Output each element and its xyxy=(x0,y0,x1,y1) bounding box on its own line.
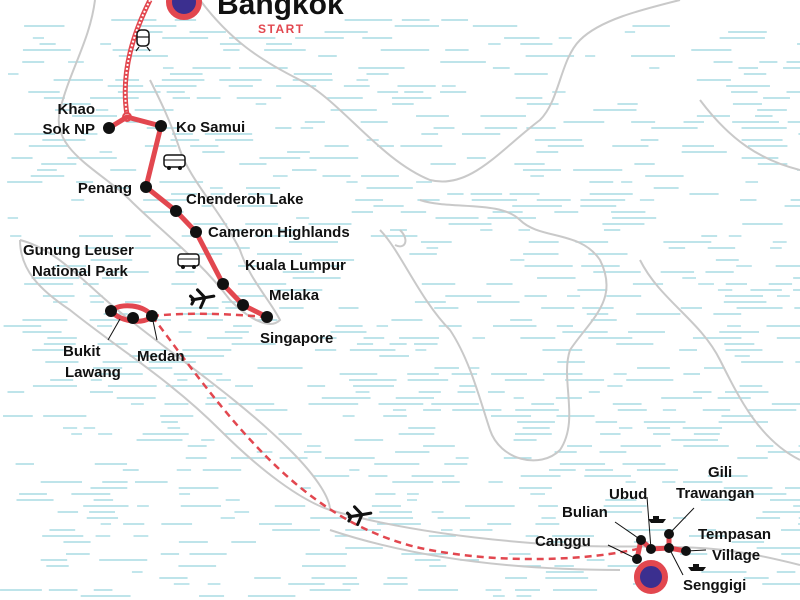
label-bulian: Bulian xyxy=(562,504,608,521)
boat-icon xyxy=(648,516,666,523)
stop-gunung-leuser[interactable] xyxy=(105,305,117,317)
start-marker[interactable] xyxy=(166,0,202,20)
end-marker[interactable] xyxy=(634,560,668,594)
start-city-label: Bangkok xyxy=(217,0,344,21)
label-penang: Penang xyxy=(78,180,132,197)
overland-route-line xyxy=(107,114,269,320)
plane-icon xyxy=(345,505,373,527)
stop-khao-sok[interactable] xyxy=(103,122,115,134)
label-ubud: Ubud xyxy=(609,486,647,503)
label-bukit-lawang-1: Bukit xyxy=(63,343,101,360)
label-gili-1: Gili xyxy=(708,464,732,481)
train-icon xyxy=(135,29,151,52)
label-tempasan-2: Village xyxy=(712,547,760,564)
stop-ko-samui[interactable] xyxy=(155,120,167,132)
start-tag: START xyxy=(258,22,305,36)
stop-bukit-lawang[interactable] xyxy=(127,312,139,324)
label-canggu: Canggu xyxy=(535,533,591,550)
label-medan: Medan xyxy=(137,348,185,365)
label-chenderoh: Chenderoh Lake xyxy=(186,191,304,208)
label-melaka: Melaka xyxy=(269,287,320,304)
label-khao-sok-1: Khao xyxy=(58,101,96,118)
label-tempasan-1: Tempasan xyxy=(698,526,771,543)
label-khao-sok-2: Sok NP xyxy=(42,121,95,138)
stop-penang[interactable] xyxy=(140,181,152,193)
stop-chenderoh[interactable] xyxy=(170,205,182,217)
label-kuala-lumpur: Kuala Lumpur xyxy=(245,257,346,274)
stop-kuala-lumpur[interactable] xyxy=(217,278,229,290)
label-bukit-lawang-2: Lawang xyxy=(65,364,121,381)
stop-singapore[interactable] xyxy=(261,311,273,323)
stop-cameron[interactable] xyxy=(190,226,202,238)
stop-melaka[interactable] xyxy=(237,299,249,311)
stop-dots xyxy=(103,120,691,564)
label-cameron: Cameron Highlands xyxy=(208,224,350,241)
bus-icon xyxy=(177,253,200,269)
boat-icon xyxy=(688,564,706,571)
sea-hatching xyxy=(0,19,800,597)
bus-icon xyxy=(163,154,186,170)
label-singapore: Singapore xyxy=(260,330,333,347)
label-gili-2: Trawangan xyxy=(676,485,754,502)
label-ko-samui: Ko Samui xyxy=(176,119,245,136)
label-senggigi: Senggigi xyxy=(683,577,746,594)
label-gunung-leuser-2: National Park xyxy=(32,263,129,280)
rail-route-dots xyxy=(124,0,151,116)
plane-icon xyxy=(188,288,216,310)
flight-route-singapore xyxy=(151,312,268,319)
label-gunung-leuser-1: Gunung Leuser xyxy=(23,242,134,259)
flight-route-bali xyxy=(150,315,638,561)
